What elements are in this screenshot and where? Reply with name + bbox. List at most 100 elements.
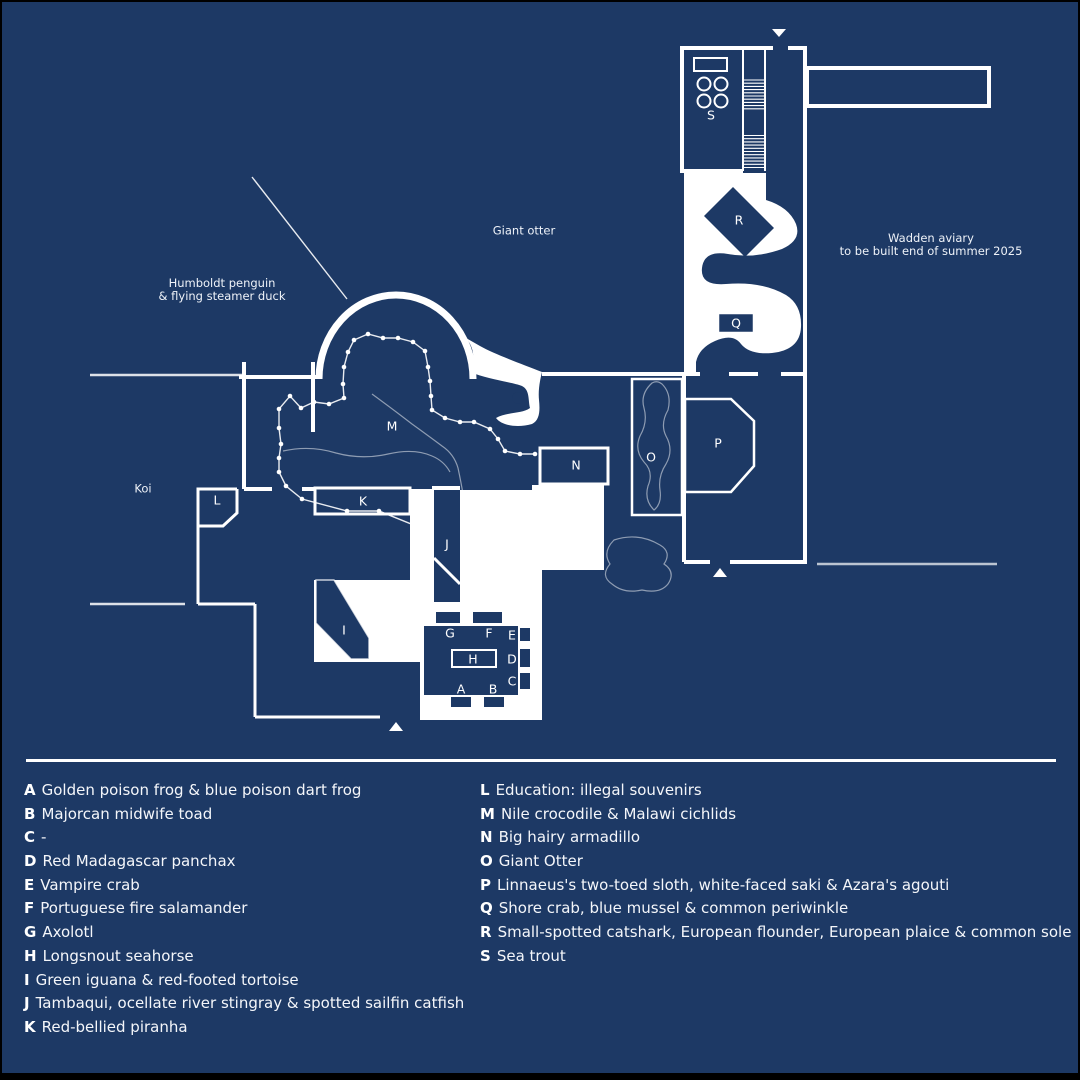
legend-item-text: Green iguana & red-footed tortoise <box>35 970 299 989</box>
map-marker-I: I <box>342 622 346 638</box>
entrance-arrow-top <box>772 29 786 37</box>
map-marker-F: F <box>485 625 493 641</box>
walls <box>196 46 991 719</box>
map-marker-D: D <box>507 651 517 667</box>
legend-item-text: Golden poison frog & blue poison dart fr… <box>41 781 362 799</box>
map-marker-K: K <box>358 493 368 509</box>
area-label-giant-otter: Giant otter <box>492 223 556 238</box>
legend-item-letter: N <box>480 828 493 847</box>
visitor-path <box>276 331 538 567</box>
area-label-line: & flying steamer duck <box>158 289 286 303</box>
legend-item-I: I Green iguana & red-footed tortoise <box>24 969 464 993</box>
map-marker-Q: Q <box>731 315 741 331</box>
legend-item-letter: D <box>24 852 37 871</box>
map-marker-O: O <box>646 449 656 465</box>
legend-item-C: C- <box>24 826 464 850</box>
map-marker-N: N <box>571 457 581 473</box>
room-i-shape <box>315 579 370 660</box>
legend-item-text: Sea trout <box>496 946 566 965</box>
legend-item-letter: M <box>480 804 495 823</box>
map-marker-H: H <box>468 651 478 667</box>
legend-item-text: Small-spotted catshark, European flounde… <box>497 923 1072 942</box>
map-marker-J: J <box>445 536 449 552</box>
area-label-line: Giant otter <box>492 223 556 238</box>
map-marker-B: B <box>488 681 498 697</box>
entrance-arrows <box>389 29 786 731</box>
legend-item-text: Giant Otter <box>498 852 583 871</box>
floor-ne-fill <box>460 485 604 602</box>
legend-item-N: N Big hairy armadillo <box>480 826 1071 850</box>
map-marker-A: A <box>456 681 466 697</box>
tank-h-outline <box>451 649 497 668</box>
legend-item-text: Big hairy armadillo <box>498 828 641 847</box>
shore-knob <box>512 392 524 404</box>
tank-block <box>424 626 518 695</box>
legend-item-letter: F <box>24 899 35 918</box>
area-label-line: Wadden aviary <box>888 231 974 245</box>
legend-divider <box>26 759 1056 762</box>
otter-pool-line <box>637 381 671 511</box>
legend-item-L: L Education: illegal souvenirs <box>480 779 1071 803</box>
legend-item-K: K Red-bellied piranha <box>24 1016 464 1040</box>
legend-item-M: M Nile crocodile & Malawi cichlids <box>480 803 1071 827</box>
lower-pool-line <box>604 536 672 592</box>
room-p-outline <box>683 397 756 494</box>
legend-item-text: Vampire crab <box>40 875 140 894</box>
dome-outlet-fill <box>466 338 542 426</box>
wadden-aviary-outline <box>805 66 991 108</box>
map-marker-R: R <box>734 212 744 228</box>
legend-item-Q: Q Shore crab, blue mussel & common periwi… <box>480 897 1071 921</box>
map-marker-M: M <box>386 418 398 434</box>
legend-item-text: Axolotl <box>42 923 94 942</box>
legend-item-letter: G <box>24 923 37 942</box>
legend-item-letter: A <box>24 781 36 799</box>
dark-overlays <box>315 186 775 707</box>
area-label-line: to be built end of summer 2025 <box>839 244 1023 258</box>
room-o-outline <box>630 377 684 517</box>
legend-item-letter: I <box>24 970 30 989</box>
legend-item-letter: O <box>480 852 493 871</box>
legend-item-letter: C <box>24 828 36 847</box>
map-marker-L: L <box>213 492 221 508</box>
legend-item-text: Longsnout seahorse <box>42 946 194 965</box>
map-marker-G: G <box>445 625 455 641</box>
legend-item-letter: P <box>480 875 491 894</box>
legend-item-letter: J <box>24 994 30 1013</box>
room-r-shape <box>703 186 775 258</box>
legend-item-text: Shore crab, blue mussel & common periwin… <box>498 899 849 918</box>
area-label-line: Humboldt penguin <box>168 276 276 290</box>
map-marker-S: S <box>707 107 715 123</box>
legend-item-S: S Sea trout <box>480 945 1071 969</box>
legend-item-letter: L <box>480 781 490 799</box>
room-n-outline <box>538 446 610 486</box>
legend-item-letter: B <box>24 804 36 823</box>
legend-item-text: Linnaeus's two-toed sloth, white-faced s… <box>497 875 950 894</box>
s-room-seats <box>696 76 729 109</box>
s-room-table <box>693 57 728 72</box>
area-label-humboldt-penguin: Humboldt penguin& flying steamer duck <box>159 277 286 303</box>
room-k-outline <box>313 486 412 516</box>
legend-item-G: G Axolotl <box>24 921 464 945</box>
legend-item-letter: Q <box>480 899 493 918</box>
area-label-line: Koi <box>134 481 152 496</box>
legend-item-letter: S <box>480 946 491 965</box>
entrance-arrow-south <box>389 722 403 731</box>
legend-item-text: Red-bellied piranha <box>41 1017 188 1036</box>
legend-item-A: A Golden poison frog & blue poison dart f… <box>24 779 464 803</box>
legend-item-text: Education: illegal souvenirs <box>495 781 702 799</box>
legend-item-P: P Linnaeus's two-toed sloth, white-faced … <box>480 874 1071 898</box>
entrance-arrow-east <box>713 568 727 577</box>
legend-item-text: Nile crocodile & Malawi cichlids <box>500 804 737 823</box>
legend-item-letter: E <box>24 875 35 894</box>
map-marker-C: C <box>507 673 517 689</box>
legend-item-letter: K <box>24 1017 36 1036</box>
stairs-hatching <box>743 79 765 169</box>
water-lines <box>282 381 672 592</box>
